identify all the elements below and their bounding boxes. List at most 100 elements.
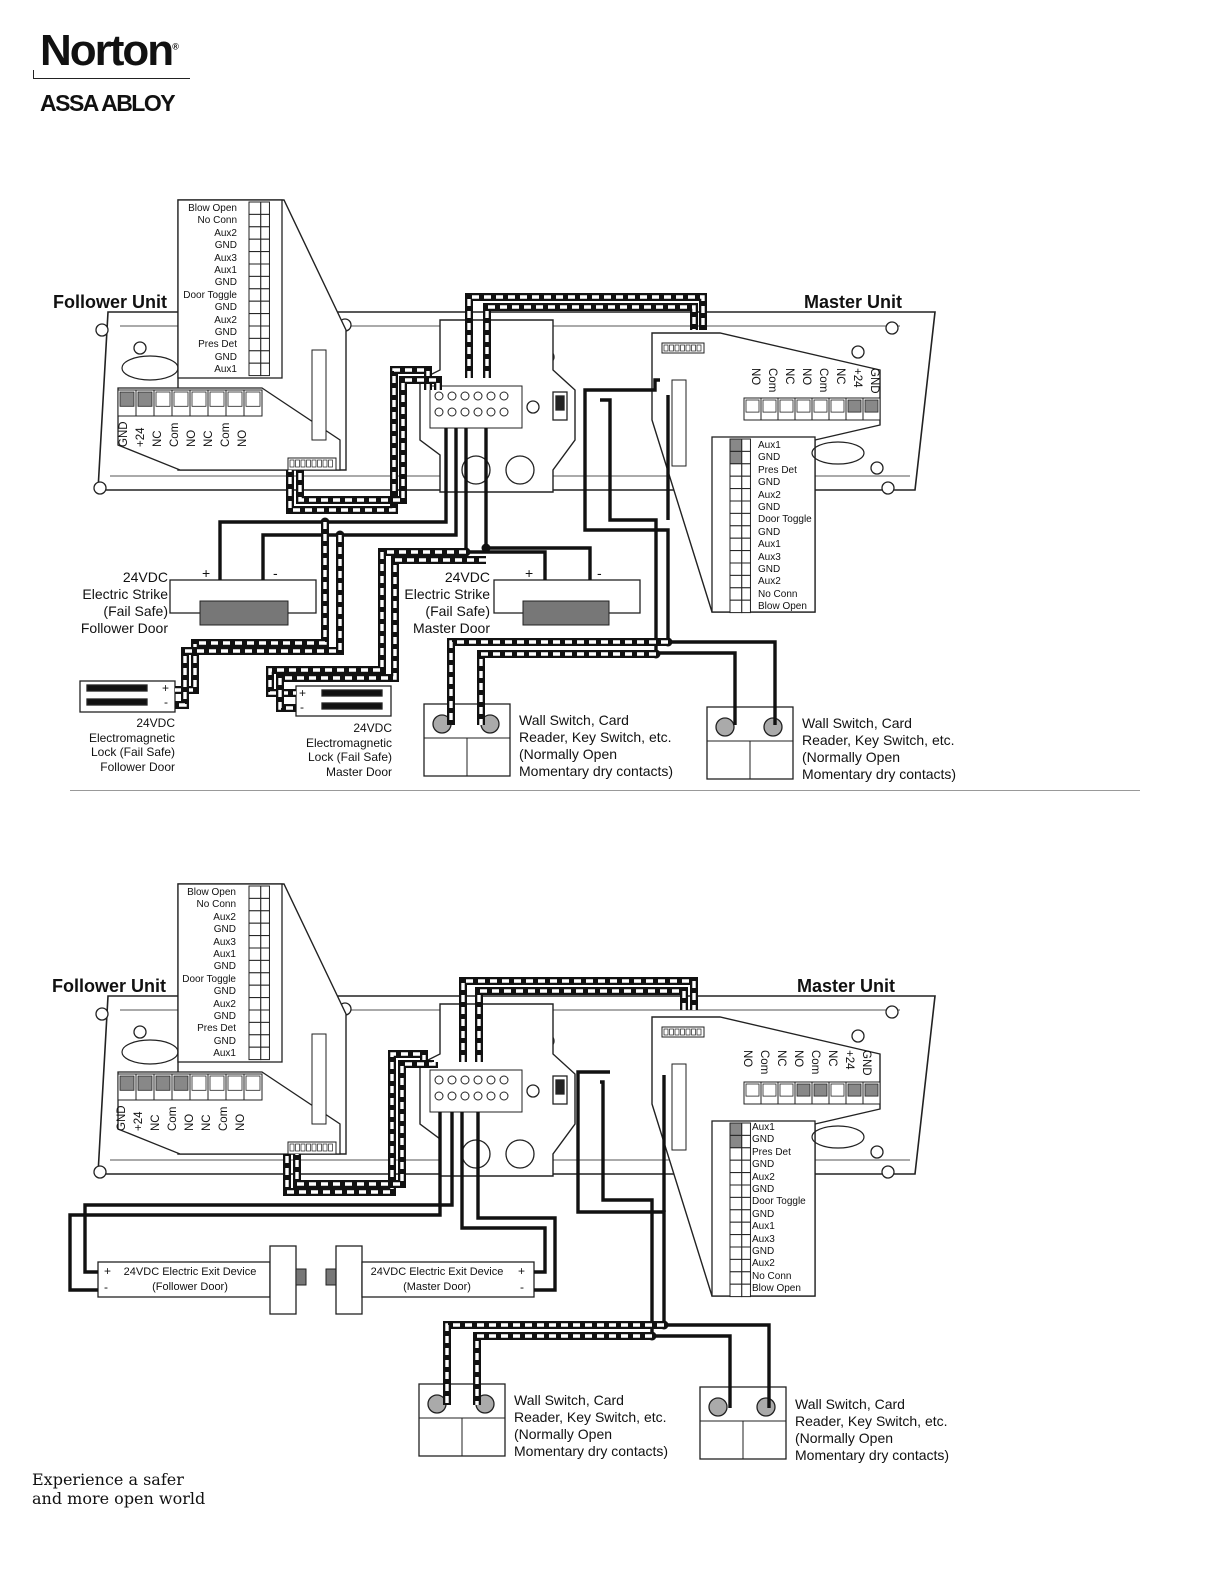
- mounting-hole: [93, 481, 107, 495]
- master-terminal-block: [741, 1159, 751, 1174]
- connector-pin: [691, 1028, 696, 1036]
- master-terminal-panel: [711, 1120, 816, 1297]
- master-terminal-block: [729, 512, 743, 527]
- connector-pin: [306, 1143, 311, 1152]
- connector-pin: [322, 1143, 328, 1152]
- master-terminal-block: [741, 537, 751, 552]
- master-terminal-block: [729, 463, 743, 477]
- strike-keeper-follower: [199, 600, 289, 626]
- master-unit-label: Master Unit: [804, 292, 903, 312]
- logo-rule: [34, 78, 190, 79]
- follower-terminal-block: [248, 922, 262, 937]
- master-terminal-block: [741, 574, 751, 589]
- master-relay-terminals: [864, 1083, 879, 1097]
- follower-terminal-block: [248, 325, 262, 339]
- follower-terminal-block: [260, 1046, 270, 1061]
- follower-terminal-block: [248, 1009, 262, 1023]
- master-terminal-block: [741, 1184, 751, 1198]
- terminal-screw: [499, 391, 509, 401]
- master-terminal-block: [729, 475, 743, 490]
- terminal-screw: [447, 1075, 457, 1085]
- maglock-bar: [86, 684, 148, 692]
- master-side-connector: [671, 379, 687, 467]
- mounting-hole: [881, 481, 895, 495]
- master-terminal-block: [741, 1134, 751, 1149]
- master-terminal-block: [729, 450, 743, 465]
- follower-relay-terminals: [173, 391, 189, 407]
- master-terminal-block: [729, 1134, 743, 1149]
- follower-terminal-block: [248, 275, 262, 290]
- dashed-wire: [479, 652, 656, 725]
- connector-pin: [306, 459, 311, 468]
- master-relay-terminals: [745, 1083, 760, 1097]
- solid-wire: [620, 378, 660, 392]
- master-terminal-block: [729, 1234, 743, 1248]
- follower-terminal-block: [248, 885, 262, 899]
- connector-pin: [295, 1143, 300, 1152]
- exit-master-minus: -: [520, 1280, 524, 1294]
- maglock-bar: [321, 702, 383, 710]
- follower-terminal-block: [248, 1021, 262, 1036]
- follower-relay-terminals: [209, 1075, 225, 1091]
- wall-switch-1b: [763, 717, 783, 737]
- terminal-screw: [460, 407, 470, 417]
- tagline: Experience a safer and more open world: [32, 1470, 206, 1508]
- terminal-screw: [473, 1091, 483, 1101]
- connector-pin: [685, 344, 691, 352]
- terminal-screw: [460, 391, 470, 401]
- dashed-wire: [461, 979, 696, 1062]
- master-terminal-block: [729, 1221, 743, 1236]
- follower-terminal-block: [260, 288, 270, 302]
- knockout-hole: [505, 455, 535, 485]
- wire-loop: [121, 1039, 179, 1065]
- solid-wire: [484, 428, 592, 580]
- follower-terminal-block: [260, 910, 270, 924]
- master-relay-terminals: [796, 399, 811, 413]
- terminal-screw: [434, 407, 444, 417]
- master-terminal-block: [741, 525, 751, 539]
- mounting-hole: [881, 1165, 895, 1179]
- connector-pin: [674, 344, 680, 352]
- connector-pin: [669, 1028, 674, 1036]
- strike-follower-minus: -: [273, 565, 278, 581]
- follower-terminal-block: [260, 201, 270, 215]
- follower-terminal-block: [260, 275, 270, 290]
- solid-wire: [600, 398, 737, 725]
- follower-relay-terminals: [137, 1075, 153, 1091]
- follower-relay-terminals: [245, 391, 261, 407]
- exit-device-follower-bar: [269, 1245, 297, 1315]
- terminal-screw: [486, 1091, 496, 1101]
- connector-pin: [680, 1028, 685, 1036]
- terminal-screw: [434, 1091, 444, 1101]
- follower-terminal-block: [248, 350, 262, 364]
- connector-pin: [669, 344, 674, 352]
- connector-pin: [295, 459, 300, 468]
- master-terminal-block: [729, 1159, 743, 1174]
- follower-terminal-block: [248, 947, 262, 961]
- master-terminal-block: [741, 562, 751, 576]
- master-terminal-block: [729, 1209, 743, 1223]
- dashed-wire: [288, 368, 430, 512]
- connector-pin: [685, 1028, 691, 1036]
- strike-keeper-master: [522, 600, 610, 626]
- knockout-hole: [461, 455, 491, 485]
- follower-relay-terminals: [245, 1075, 261, 1091]
- exit-follower-plus: +: [104, 1264, 112, 1278]
- master-terminal-block: [741, 500, 751, 514]
- master-terminal-block: [729, 574, 743, 589]
- strike-master-minus: -: [597, 565, 602, 581]
- follower-terminal-block: [260, 972, 270, 986]
- master-relay-terminals: [779, 399, 794, 413]
- follower-terminal-block: [248, 300, 262, 315]
- exit-device-master-bar: [335, 1245, 363, 1315]
- exit-device-follower: [97, 1261, 271, 1298]
- connector-pin: [300, 459, 306, 468]
- master-relay-terminals: [847, 399, 862, 413]
- dashed-wire: [175, 535, 342, 707]
- follower-terminal-block: [248, 288, 262, 302]
- master-relay-terminals: [864, 399, 879, 413]
